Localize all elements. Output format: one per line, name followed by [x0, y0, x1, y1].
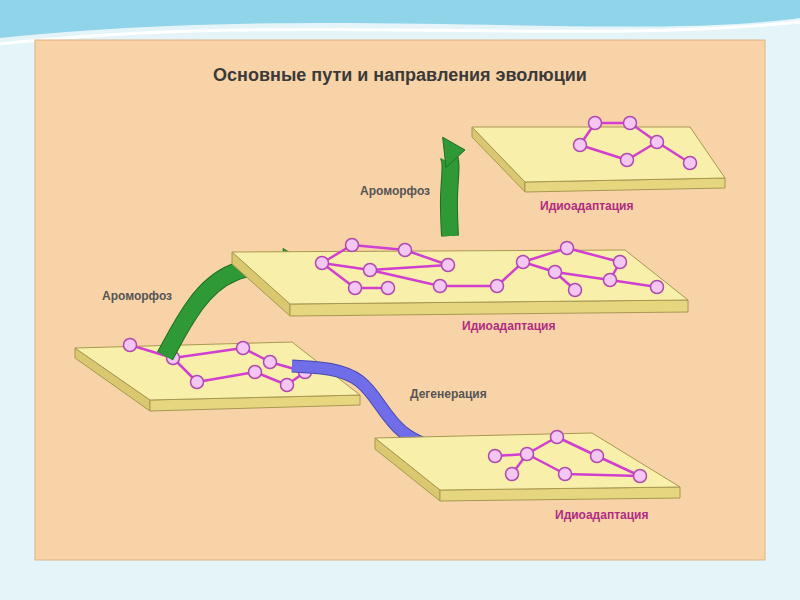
species-dot: [264, 356, 277, 369]
species-network: [489, 431, 647, 483]
species-dot: [349, 282, 362, 295]
species-dot: [191, 376, 204, 389]
species-dot: [561, 242, 574, 255]
species-dot: [634, 470, 647, 483]
direction-label: Идиоадаптация: [462, 318, 555, 334]
species-dot: [684, 157, 697, 170]
species-dot: [506, 468, 519, 481]
species-dot: [382, 282, 395, 295]
aromorphosis-arrow: [443, 137, 465, 236]
platform: Идиоадаптация: [225, 236, 695, 338]
species-dot: [521, 448, 534, 461]
species-dot: [346, 239, 359, 252]
species-dot: [614, 256, 627, 269]
edge-label: Ароморфоз: [358, 183, 432, 199]
network-link: [567, 248, 620, 262]
species-dot: [549, 266, 562, 279]
species-dot: [399, 244, 412, 257]
species-dot: [624, 117, 637, 130]
base-platform: [75, 342, 360, 411]
species-dot: [604, 274, 617, 287]
direction-label: Идиоадаптация: [555, 507, 648, 523]
species-network: [574, 117, 697, 170]
species-dot: [364, 264, 377, 277]
species-dot: [621, 154, 634, 167]
network-link: [565, 474, 640, 476]
label-holder: Ароморфоз: [100, 288, 174, 304]
species-dot: [489, 450, 502, 463]
title-holder: Основные пути и направления эволюции: [35, 64, 765, 86]
species-dot: [281, 379, 294, 392]
species-dot: [237, 342, 250, 355]
path-label: Ароморфоз: [100, 288, 174, 304]
platform: Идиоадаптация: [368, 425, 688, 527]
slide-title: Основные пути и направления эволюции: [35, 64, 765, 86]
label-holder: Дегенерация: [408, 386, 489, 402]
platform-top: [232, 250, 688, 304]
top-wave: [0, 0, 800, 38]
path-label: Дегенерация: [408, 386, 489, 402]
species-dot: [589, 117, 602, 130]
species-dot: [442, 259, 455, 272]
species-dot: [651, 281, 664, 294]
direction-label: Идиоадаптация: [540, 198, 633, 214]
species-dot: [316, 257, 329, 270]
network-link: [370, 265, 448, 270]
platform-top: [375, 433, 680, 490]
species-dot: [249, 366, 262, 379]
panel: [35, 40, 765, 560]
species-dot: [651, 136, 664, 149]
species-dot: [574, 139, 587, 152]
species-dot: [569, 284, 582, 297]
species-dot: [434, 280, 447, 293]
species-dot: [124, 339, 137, 352]
platform-top: [472, 127, 725, 182]
species-dot: [491, 280, 504, 293]
network-link: [555, 272, 610, 280]
species-dot: [517, 256, 530, 269]
platform: Идиоадаптация: [465, 110, 730, 218]
network-link: [440, 285, 497, 288]
network-link: [352, 245, 405, 250]
species-network: [316, 239, 664, 297]
network-link: [580, 145, 627, 160]
species-network: [124, 339, 312, 392]
platform-shape: [225, 236, 695, 338]
edge-label-holder: Ароморфоз: [358, 183, 432, 199]
network-link: [197, 372, 255, 382]
species-dot: [551, 431, 564, 444]
network-link: [173, 348, 243, 358]
arrow-head: [443, 137, 465, 167]
network-link: [370, 270, 440, 286]
species-dot: [591, 450, 604, 463]
species-dot: [559, 468, 572, 481]
